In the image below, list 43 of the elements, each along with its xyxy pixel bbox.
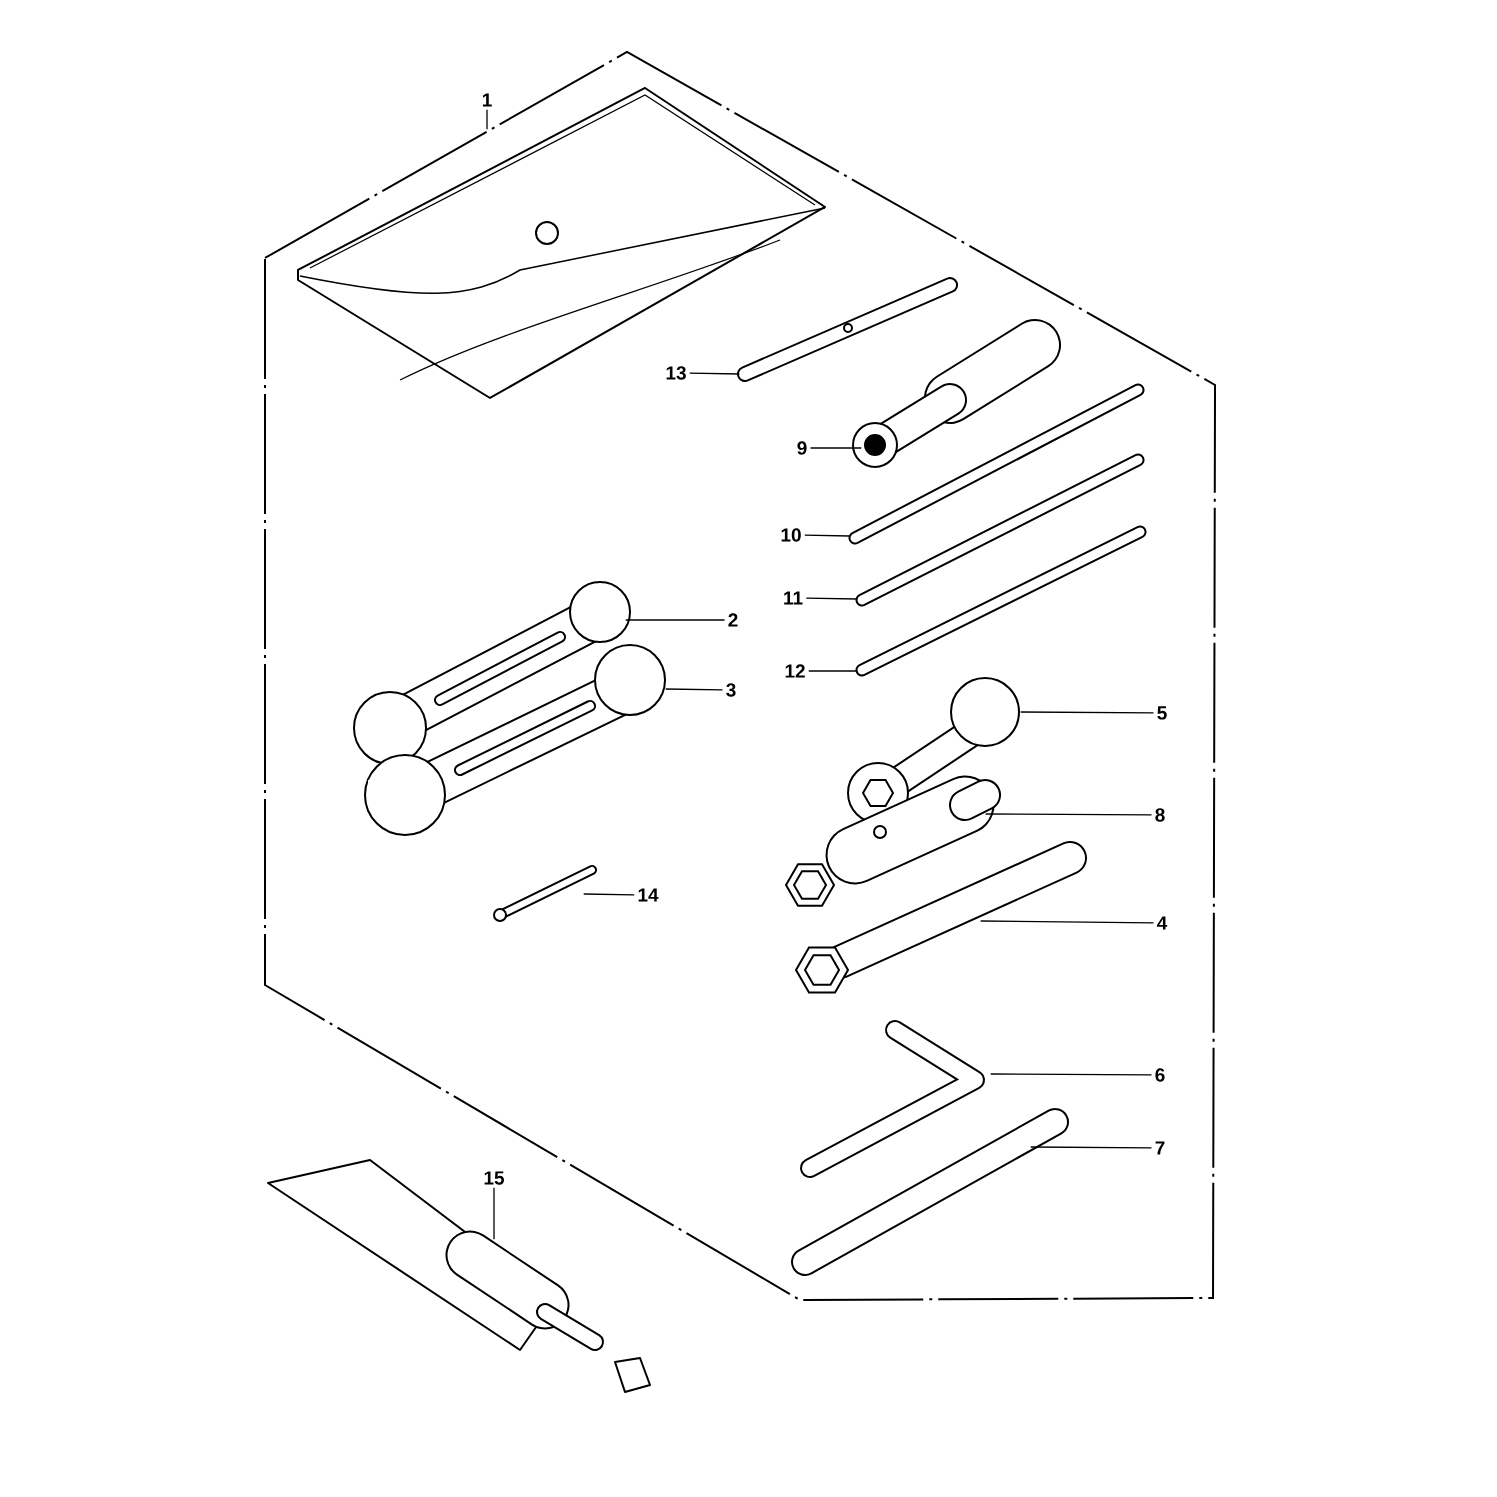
leader-line [990,1073,1153,1076]
callout-number: 14 [638,888,659,902]
callout-number: 13 [666,366,686,380]
callout-number: 6 [1155,1068,1165,1082]
callout-number: 3 [726,683,736,697]
leader-line [808,670,858,672]
callout-number: 4 [1157,916,1168,930]
callout-number: 7 [1155,1141,1165,1155]
leader-line [486,109,488,130]
callout-number: 5 [1157,706,1167,720]
screwdriver-drawing [855,525,1147,677]
leader-line [985,813,1153,816]
callout-number: 11 [784,591,803,605]
socket-wrench-drawing [784,775,1001,907]
callout-number: 8 [1155,808,1165,822]
leader-line [809,447,862,449]
leader-line [493,1187,495,1240]
leader-line [980,920,1155,924]
callout-number: 15 [484,1171,505,1185]
callout-number: 1 [482,93,492,107]
cotter-pin-drawing [493,865,597,922]
leader-line [805,597,858,600]
flat-bar-drawing [737,277,958,382]
callout-number: 2 [728,613,738,627]
screwdriver-drawing [848,383,1145,545]
pouch-drawing [297,87,826,399]
callout-number: 10 [781,528,801,542]
callout-number: 12 [785,664,805,678]
leader-line [689,372,740,375]
leader-line [583,893,635,896]
wrench-drawing [364,644,666,836]
leader-line [1030,1146,1153,1149]
leader-line [665,688,724,691]
tube-drawing [267,1159,651,1393]
screwdriver-drawing [855,453,1145,607]
leader-line [804,534,850,537]
hex-key-drawing [800,1020,985,1178]
box-wrench-drawing [794,841,1087,994]
leader-line [625,619,726,621]
hex-bar-drawing [791,1108,1069,1276]
leader-line [1020,711,1155,714]
screwdriver-handle-drawing [852,319,1061,468]
callout-number: 9 [797,441,807,455]
